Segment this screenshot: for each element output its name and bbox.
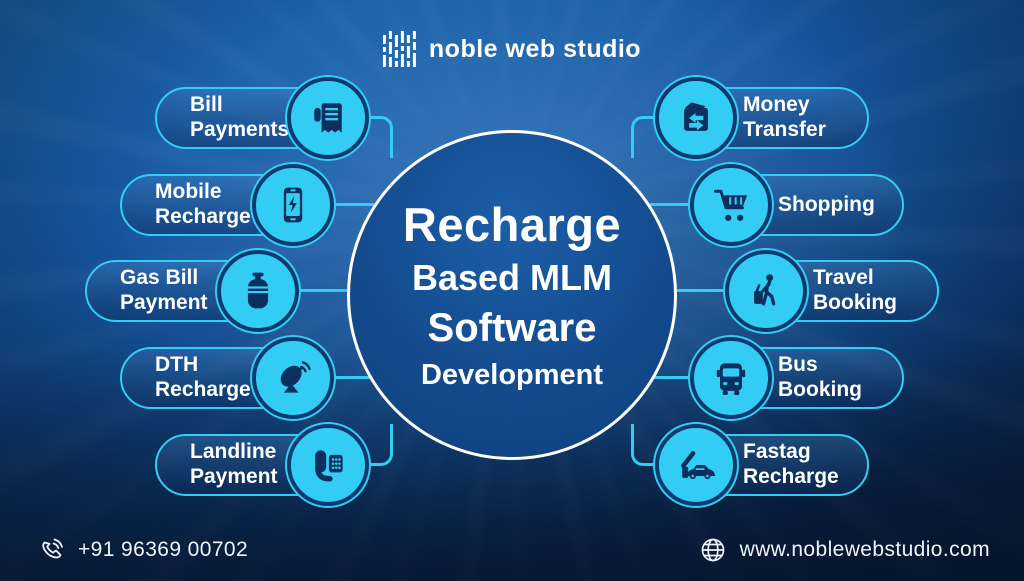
- mobile-charging-icon: [252, 164, 334, 246]
- node-landline-payment: Landline Payment: [155, 424, 369, 506]
- title-line-3: Software: [427, 305, 597, 350]
- node-label: Mobile Recharge: [155, 180, 251, 228]
- node-label: Bill Payments: [190, 93, 290, 141]
- title-line-2: Based MLM: [411, 256, 613, 298]
- node-shopping: Shopping: [690, 164, 904, 246]
- money-transfer-icon: [655, 77, 737, 159]
- connector-mobile-recharge: [334, 203, 374, 206]
- node-label: Money Transfer: [743, 93, 826, 141]
- gas-cylinder-icon: [217, 250, 299, 332]
- connector-travel-booking: [677, 289, 725, 292]
- node-dth-recharge: DTH Recharge: [120, 337, 334, 419]
- phone-icon: [42, 538, 63, 559]
- node-money-transfer: Money Transfer: [655, 77, 869, 159]
- connector-fastag-recharge: [631, 424, 655, 466]
- connector-landline-payment: [369, 424, 393, 466]
- connector-bill-payments: [369, 116, 393, 158]
- center-title-circle: Recharge Based MLM Software Development: [347, 130, 677, 460]
- phone-number: +91 96369 00702: [78, 538, 249, 561]
- brand-logo: noble web studio: [382, 30, 642, 68]
- title-line-4: Development: [420, 358, 604, 391]
- bus-icon: [690, 337, 772, 419]
- node-label: Bus Booking: [778, 353, 862, 401]
- brand-name: noble web studio: [428, 34, 642, 63]
- connector-dth-recharge: [334, 376, 374, 379]
- globe-icon: [701, 538, 724, 562]
- connector-gas-bill: [299, 289, 347, 292]
- traveler-icon: [725, 250, 807, 332]
- footer-phone[interactable]: +91 96369 00702: [36, 535, 248, 565]
- node-label: Shopping: [778, 192, 875, 216]
- connector-shopping: [650, 203, 690, 206]
- connector-bus-booking: [650, 376, 690, 379]
- footer-website[interactable]: www.noblewebstudio.com: [698, 535, 990, 565]
- title-line-1: Recharge: [402, 197, 622, 251]
- node-bus-booking: Bus Booking: [690, 337, 904, 419]
- barcode-logo-icon: [382, 31, 416, 67]
- shopping-cart-icon: [690, 164, 772, 246]
- connector-money-transfer: [631, 116, 655, 158]
- node-fastag-recharge: Fastag Recharge: [655, 424, 869, 506]
- receipt-icon: [287, 77, 369, 159]
- node-label: Fastag Recharge: [743, 440, 839, 488]
- car-toll-icon: [655, 424, 737, 506]
- node-label: Landline Payment: [190, 440, 278, 488]
- node-travel-booking: Travel Booking: [725, 250, 939, 332]
- node-label: Gas Bill Payment: [120, 266, 208, 314]
- website-url: www.noblewebstudio.com: [739, 538, 990, 561]
- node-label: Travel Booking: [813, 266, 897, 314]
- node-bill-payments: Bill Payments: [155, 77, 369, 159]
- node-mobile-recharge: Mobile Recharge: [120, 164, 334, 246]
- node-gas-bill-payment: Gas Bill Payment: [85, 250, 299, 332]
- landline-phone-icon: [287, 424, 369, 506]
- satellite-dish-icon: [252, 337, 334, 419]
- node-label: DTH Recharge: [155, 353, 251, 401]
